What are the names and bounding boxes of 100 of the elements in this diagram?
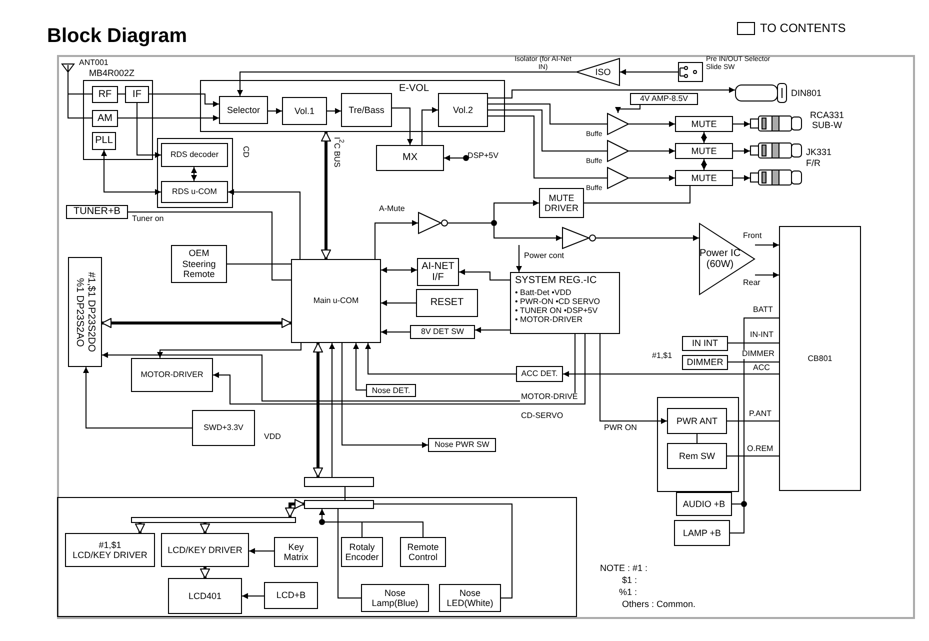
diagram-title: Block Diagram xyxy=(47,24,188,48)
arrow xyxy=(268,108,282,114)
rca-jack-drawing xyxy=(750,115,802,132)
box-label: • TUNER ON •DSP+5V xyxy=(515,306,598,316)
block-box xyxy=(92,132,116,150)
box-label: AM xyxy=(98,112,112,124)
box-label: SWD+3.3V xyxy=(204,423,244,433)
arrow xyxy=(191,166,197,182)
arrow xyxy=(148,94,220,107)
arrow xyxy=(422,107,438,146)
inverter-symbol xyxy=(562,227,596,249)
arrow xyxy=(212,334,586,404)
arrow xyxy=(628,121,676,127)
edge-label: Rear xyxy=(742,279,762,288)
inverter-symbol xyxy=(418,212,448,234)
edge-label: PWR ON xyxy=(603,424,638,433)
block-box xyxy=(667,443,727,469)
edge-label: Power cont xyxy=(523,252,566,261)
edge-label: ACC xyxy=(752,364,771,373)
group-frame xyxy=(657,397,739,492)
arrow xyxy=(101,150,162,195)
connector-line xyxy=(726,420,780,422)
signal-label: DSP+5V xyxy=(466,150,500,162)
box-label: RF xyxy=(98,88,112,100)
arrow xyxy=(732,121,750,127)
box-label: TUNER+B xyxy=(74,206,120,218)
note-text: NOTE : #1 : xyxy=(600,563,648,574)
block-box xyxy=(682,336,728,351)
buffer-triangle xyxy=(607,140,629,162)
connector-bar xyxy=(304,500,374,509)
arrow xyxy=(754,242,780,248)
block-box xyxy=(65,533,155,567)
block-box xyxy=(92,110,118,127)
block-box xyxy=(161,143,228,167)
note-text: $1 : xyxy=(622,575,638,586)
block-box xyxy=(366,384,416,397)
rca-jack-drawing xyxy=(750,169,802,186)
box-label: Rotaly Encoder xyxy=(344,542,380,562)
block-box xyxy=(282,97,327,125)
edge-label: A-Mute xyxy=(378,205,406,214)
block-box xyxy=(675,170,733,186)
edge-label: Tuner on xyxy=(131,215,165,224)
box-label: LCD/KEY DRIVER xyxy=(72,550,148,560)
edge-label: P.ANT xyxy=(748,410,773,419)
edge-label: O.REM xyxy=(746,445,774,454)
edge-label: MOTOR-DRIVE xyxy=(520,393,579,402)
bus-arrow xyxy=(285,499,304,518)
block-box xyxy=(66,205,128,219)
arrow xyxy=(353,342,366,390)
box-label: PLL xyxy=(95,135,113,147)
block-box xyxy=(131,358,213,392)
connector-line xyxy=(488,116,608,178)
box-label: RESET xyxy=(430,297,464,309)
box-label: Vol.1 xyxy=(294,106,315,116)
box-label: PWR ANT xyxy=(676,416,718,426)
box-label: IN INT xyxy=(692,338,718,349)
connector-bar xyxy=(304,477,374,487)
box-label: LCD+B xyxy=(276,590,306,601)
arrow xyxy=(319,508,424,538)
block-box xyxy=(779,226,861,491)
note-text: Others : Common. xyxy=(622,599,696,610)
arrow xyxy=(157,342,302,358)
box-label: 4V AMP-8.5V xyxy=(640,94,688,104)
block-box xyxy=(161,533,249,567)
block-box xyxy=(161,181,228,203)
arrow xyxy=(83,366,192,428)
rca-jack-drawing xyxy=(750,142,802,159)
box-label: 8V DET SW xyxy=(421,327,464,337)
block-box xyxy=(439,584,501,612)
component-label: DIN801 xyxy=(791,88,823,98)
block-box xyxy=(264,582,318,609)
box-label: MUTE xyxy=(691,146,717,156)
bus-arrow xyxy=(321,132,331,260)
box-label: AUDIO +B xyxy=(682,498,726,510)
box-label: E-VOL xyxy=(399,83,430,94)
connector-line xyxy=(728,342,780,344)
box-label: Nose Lamp(Blue) xyxy=(370,588,420,608)
edge-label: IN-INT xyxy=(749,331,775,340)
box-label: DIMMER xyxy=(686,357,724,368)
signal-label: VDD xyxy=(264,432,281,442)
box-label: Rem SW xyxy=(679,450,715,462)
arrow xyxy=(242,593,264,599)
box-label: Nose LED(White) xyxy=(446,588,494,608)
arrow xyxy=(620,69,678,75)
ic-box xyxy=(510,272,620,334)
box-label: MB4R002Z xyxy=(89,68,135,78)
box-label: ISO xyxy=(595,66,611,78)
group-frame xyxy=(157,138,233,208)
arrow xyxy=(701,132,707,144)
din-connector-drawing xyxy=(735,83,787,103)
block-box xyxy=(341,93,392,127)
component-label: RCA331 SUB-W xyxy=(808,110,846,131)
contents-link: TO CONTENTS xyxy=(760,21,846,36)
block-box xyxy=(168,578,242,614)
connector-line xyxy=(68,78,92,118)
box-label: %1 DP23S2AO xyxy=(74,278,85,346)
box-label: • PWR-ON •CD SERVO xyxy=(515,296,600,306)
connector-label: JK331 F/R xyxy=(806,147,833,169)
box-label: MUTE xyxy=(691,118,717,130)
box-label: SYSTEM REG.-IC xyxy=(515,275,597,286)
